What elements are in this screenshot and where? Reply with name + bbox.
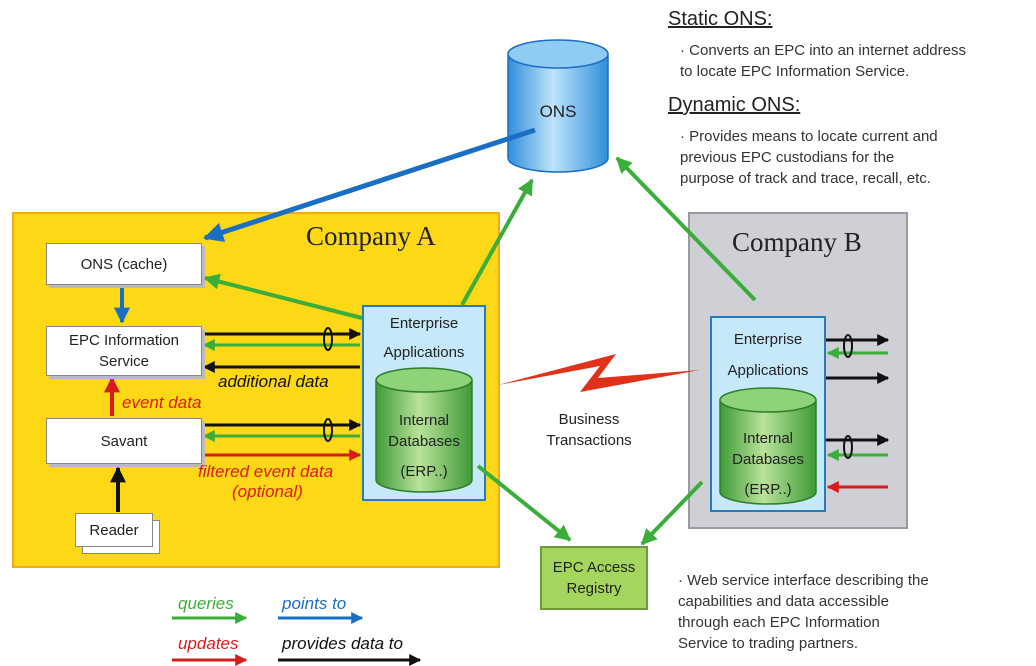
enterprise-a-to-cache-arrow: [203, 273, 363, 320]
company-a-title: Company A: [306, 221, 436, 251]
epc-information-service-label-1: EPC Information: [68, 332, 180, 349]
registry-note-1: · Web service interface describing the: [678, 572, 929, 589]
epc-information-service-box: EPC Information Service: [46, 326, 202, 376]
static-ons-desc-1: · Converts an EPC into an internet addre…: [680, 42, 966, 59]
epc-access-registry-label-2: Registry: [566, 580, 622, 597]
reader-label: Reader: [89, 521, 139, 539]
dynamic-ons-desc-3: purpose of track and trace, recall, etc.: [680, 170, 931, 187]
legend-queries-label: queries: [178, 594, 234, 613]
registry-note-2: capabilities and data accessible: [678, 593, 889, 610]
registry-note-4: Service to trading partners.: [678, 635, 859, 652]
company-a-db-label-3: (ERP..): [400, 463, 448, 480]
company-b-database-cylinder: [719, 387, 817, 505]
ons-label: ONS: [539, 102, 577, 121]
company-b-title: Company B: [732, 227, 862, 257]
business-transactions-label-2: Transactions: [546, 432, 632, 449]
company-a-enterprise-label-1: Enterprise: [389, 315, 459, 332]
filtered-event-data-label: filtered event data: [198, 462, 334, 481]
ons-to-cache-arrow: [203, 127, 536, 242]
registry-note-3: through each EPC Information: [678, 614, 880, 631]
dynamic-ons-desc-1: · Provides means to locate current and: [680, 128, 938, 145]
company-b-enterprise-label-1: Enterprise: [733, 331, 803, 348]
additional-data-label: additional data: [218, 372, 329, 391]
company-a-enterprise-label-2: Applications: [383, 344, 465, 361]
savant-label: Savant: [100, 432, 148, 450]
legend-points-to-label: points to: [282, 594, 347, 613]
ons-cache-label: ONS (cache): [80, 255, 168, 273]
epc-access-registry-label-1: EPC Access: [552, 559, 636, 576]
static-ons-desc-2: to locate EPC Information Service.: [680, 63, 910, 80]
epc-access-registry-box: EPC Access Registry: [540, 546, 648, 610]
company-a-db-label-2: Databases: [388, 433, 460, 450]
dynamic-ons-desc-2: previous EPC custodians for the: [680, 149, 895, 166]
company-b-to-registry-arrow: [640, 480, 704, 546]
company-b-db-label-1: Internal: [742, 430, 794, 447]
business-transactions-lightning: [498, 354, 700, 392]
epc-information-service-label-2: Service: [98, 353, 150, 370]
legend-provides-data-label: provides data to: [282, 634, 403, 653]
company-b-enterprise-label-2: Applications: [727, 362, 809, 379]
static-ons-title: Static ONS:: [668, 8, 773, 30]
savant-box: Savant: [46, 418, 202, 464]
business-transactions-label-1: Business: [558, 411, 620, 428]
event-data-label: event data: [122, 393, 202, 412]
company-b-db-label-2: Databases: [732, 451, 804, 468]
ons-cache-box: ONS (cache): [46, 243, 202, 285]
enterprise-b-to-ons-arrow: [615, 156, 757, 302]
enterprise-a-to-ons-arrow: [460, 178, 534, 306]
ons-cylinder: [507, 39, 609, 173]
company-b-db-label-3: (ERP..): [744, 481, 792, 498]
dynamic-ons-title: Dynamic ONS:: [668, 94, 801, 116]
company-a-db-label-1: Internal: [398, 412, 450, 429]
database-a-to-registry-arrow: [476, 464, 572, 542]
company-a-database-cylinder: [375, 367, 473, 493]
reader-box: Reader: [75, 513, 153, 547]
filtered-event-data-optional-label: (optional): [232, 482, 303, 501]
legend-updates-label: updates: [178, 634, 239, 653]
